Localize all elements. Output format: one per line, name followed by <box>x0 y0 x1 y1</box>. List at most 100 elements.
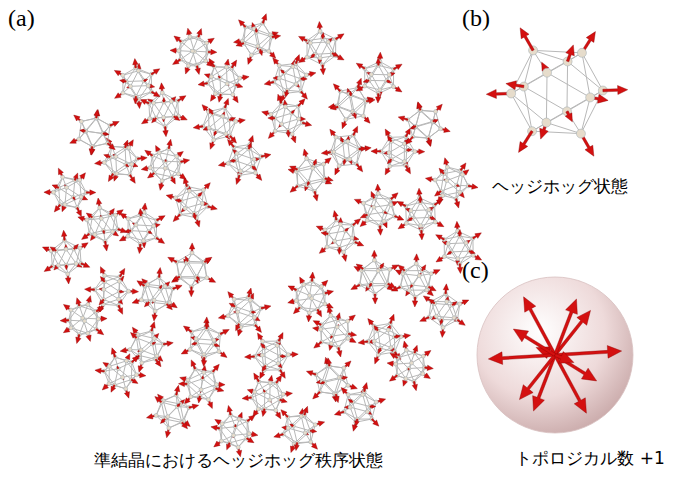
bond-line <box>391 150 406 159</box>
bond-line <box>292 123 302 134</box>
bond-line <box>411 211 421 226</box>
spin-arrow <box>397 201 406 206</box>
atom-sphere <box>221 114 225 118</box>
atom-sphere <box>372 339 376 343</box>
bond-line <box>380 268 387 284</box>
spin-arrow <box>276 375 282 383</box>
spin-arrow <box>313 191 318 201</box>
atom-sphere <box>247 432 251 436</box>
bond-line <box>196 206 207 217</box>
spin-arrow <box>247 415 255 422</box>
atom-sphere <box>319 327 323 331</box>
bond-line <box>142 356 157 363</box>
atom-sphere <box>163 284 167 288</box>
bond-line <box>284 73 301 79</box>
bond-line <box>211 77 215 94</box>
spin-arrow <box>227 405 232 415</box>
bond-line <box>344 238 352 252</box>
spin-arrow <box>370 405 376 409</box>
bond-line <box>165 406 177 419</box>
spin-arrow <box>281 410 288 418</box>
spin-arrow <box>155 359 161 367</box>
atom-sphere <box>236 445 240 449</box>
spin-arrow <box>390 193 398 200</box>
spin-arrow <box>303 406 308 415</box>
bond-line <box>238 300 251 312</box>
bond-line <box>337 327 348 338</box>
bond-line <box>235 307 239 324</box>
spin-arrow <box>252 166 257 170</box>
bond-line <box>318 293 326 309</box>
atom-sphere <box>388 164 392 168</box>
spin-arrow <box>261 305 271 310</box>
spin-arrow <box>310 429 317 433</box>
spin-arrow <box>294 443 299 451</box>
spin-arrow <box>301 77 307 81</box>
atom-sphere <box>283 105 287 109</box>
spin-arrow <box>421 265 425 271</box>
bond-line <box>230 121 236 136</box>
spin-arrow <box>150 322 155 332</box>
bond-line <box>309 165 314 182</box>
spin-arrow <box>351 284 360 289</box>
bond-line <box>390 165 406 167</box>
bond-line <box>374 198 384 212</box>
spin-arrow <box>109 209 114 215</box>
spin-arrow <box>152 342 156 344</box>
bond-line <box>405 271 413 285</box>
spin-arrow <box>201 357 206 366</box>
bond-line <box>334 152 350 159</box>
atom-sphere <box>261 339 265 343</box>
spin-arrow <box>280 398 288 403</box>
bond-line <box>136 225 144 241</box>
spin-arrow <box>281 70 285 74</box>
bond-line <box>215 93 232 95</box>
atom-sphere <box>218 76 222 80</box>
atom-sphere <box>200 201 204 205</box>
spin-arrow <box>353 113 357 119</box>
atom-sphere <box>256 407 260 411</box>
atom-sphere <box>189 395 193 399</box>
bond-line <box>159 153 176 157</box>
atom-sphere <box>114 213 118 217</box>
bond-line <box>296 298 311 300</box>
atom-sphere <box>217 350 221 354</box>
bond-line <box>351 96 367 102</box>
bond-line <box>403 264 416 274</box>
spin-arrow <box>242 395 251 400</box>
atom-sphere <box>346 393 350 397</box>
bond-line <box>181 201 194 213</box>
atom-sphere <box>224 132 228 136</box>
bond-line <box>219 334 220 352</box>
spin-arrow <box>214 343 220 346</box>
atom-sphere <box>142 239 146 243</box>
atom-sphere <box>407 288 411 292</box>
atom-sphere <box>346 336 350 340</box>
bond-line <box>125 148 127 165</box>
bond-line <box>204 372 217 384</box>
atom-sphere <box>219 439 223 443</box>
bond-line <box>287 79 301 90</box>
atom-sphere <box>175 154 179 158</box>
atom-sphere <box>350 236 354 240</box>
spin-arrow <box>118 305 123 314</box>
bond-line <box>264 392 265 409</box>
atom-sphere <box>273 129 277 133</box>
bond-line <box>138 335 155 339</box>
spin-arrow <box>255 324 262 332</box>
bond-line <box>353 402 370 406</box>
spin-arrow <box>173 276 181 281</box>
spin-arrow <box>137 244 142 253</box>
bond-line <box>213 114 230 120</box>
spin-arrow <box>355 241 364 246</box>
spin-arrow <box>85 287 95 292</box>
bond-line <box>241 318 255 328</box>
atom-sphere <box>99 217 103 221</box>
atom-sphere <box>102 160 106 164</box>
spin-arrow <box>378 226 383 236</box>
spin-arrow <box>313 391 321 399</box>
spin-arrow <box>290 185 298 192</box>
bond-line <box>104 289 119 299</box>
atom-sphere <box>152 224 156 228</box>
bond-line <box>255 392 270 400</box>
